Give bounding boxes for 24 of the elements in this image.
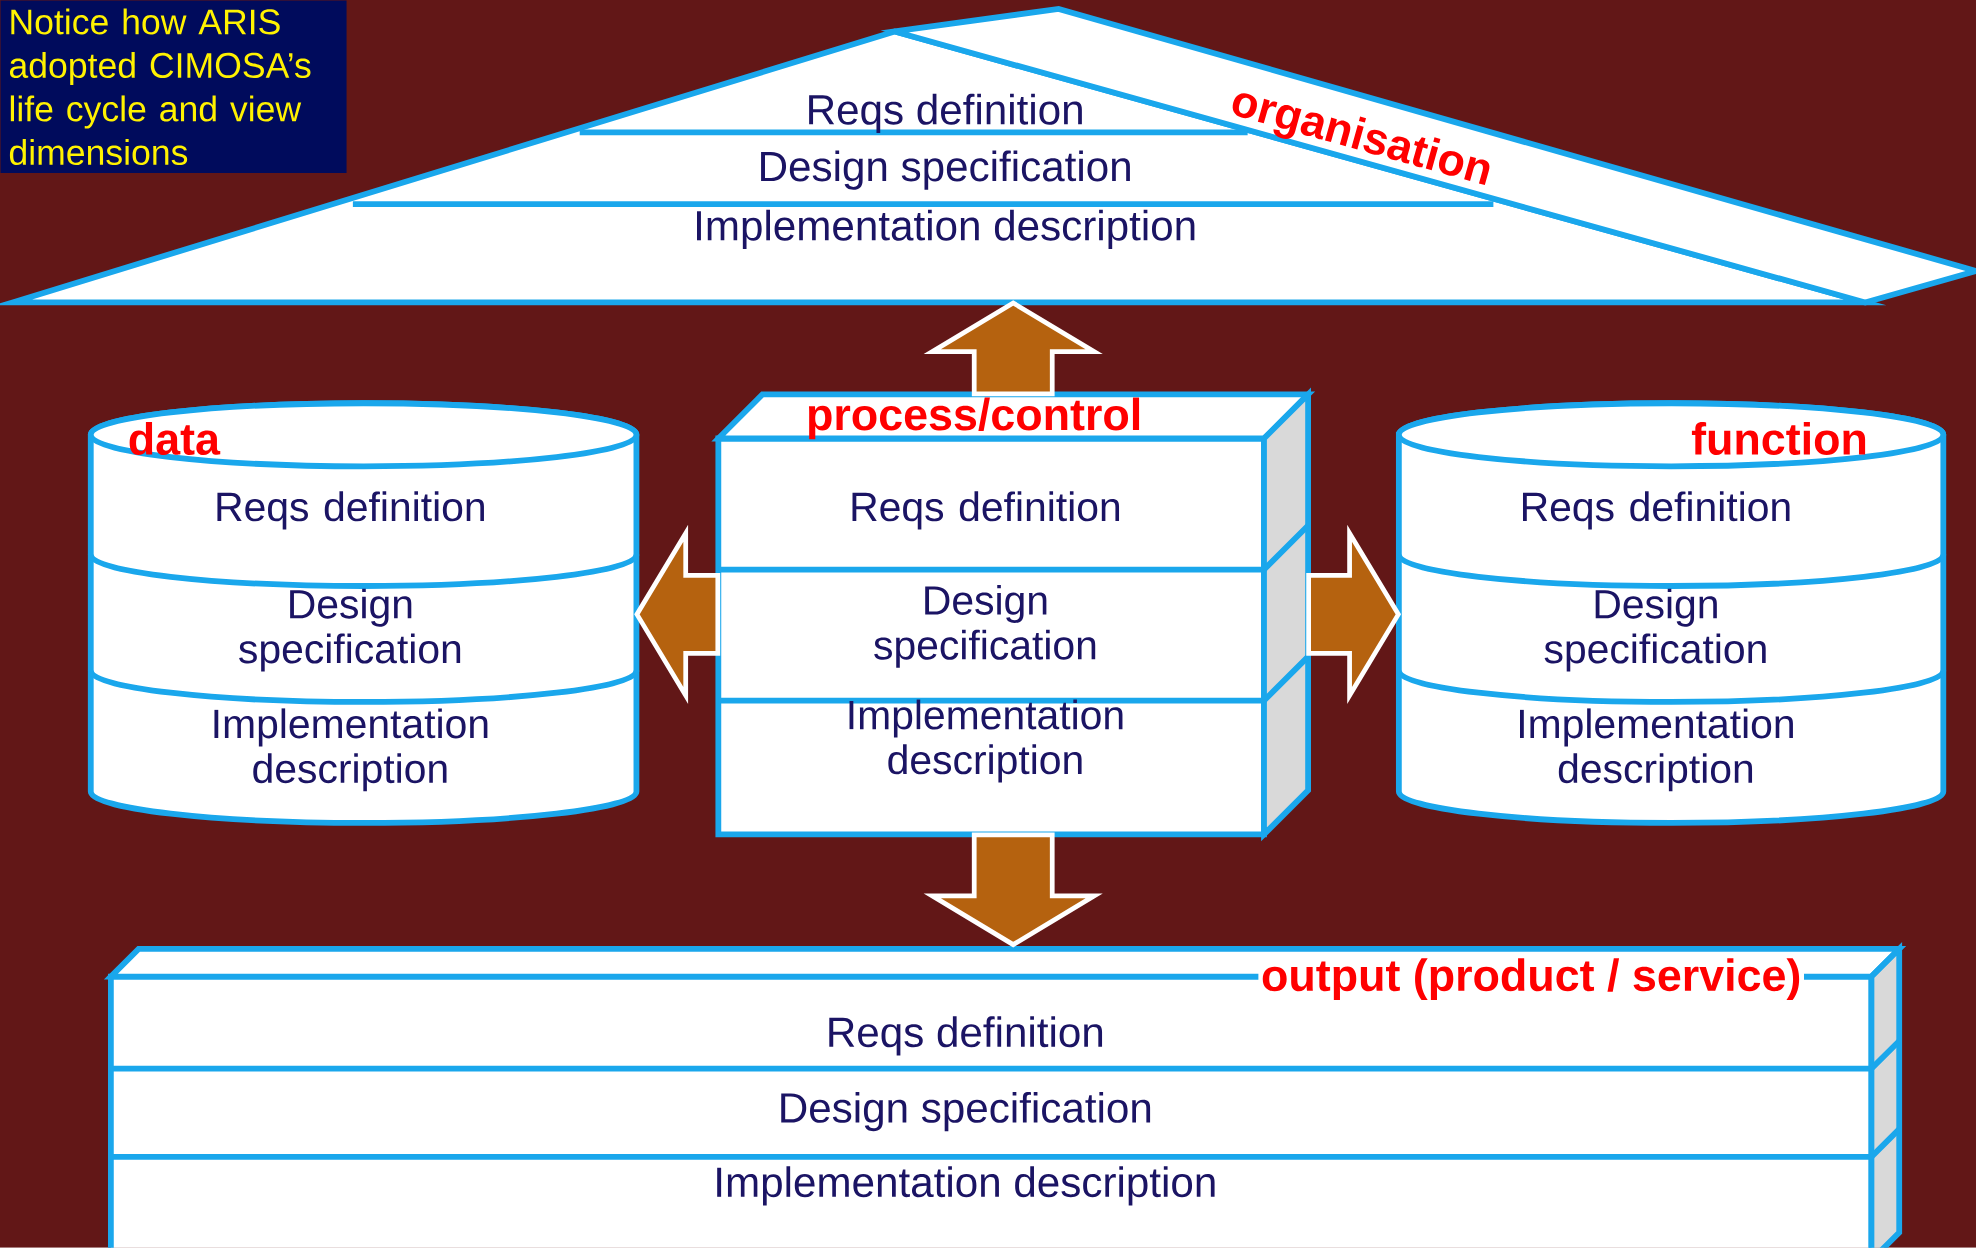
- level-label: Design specification: [781, 1092, 1151, 1132]
- level-label: Reqs definition: [852, 491, 1120, 530]
- block-arrow: [923, 300, 1103, 397]
- view-label: data: [129, 422, 221, 456]
- level-label: Design specification: [761, 150, 1130, 190]
- view-label: output (product / service): [1258, 955, 1804, 1003]
- block-arrow: [923, 832, 1103, 948]
- level-label: Implementation description: [214, 708, 488, 792]
- level-label: Reqs definition: [1523, 491, 1790, 530]
- view-label: function: [1691, 422, 1866, 456]
- level-label: Reqs definition: [217, 491, 484, 530]
- level-label: Reqs definition: [809, 93, 1082, 134]
- level-label: Design specification: [239, 588, 461, 672]
- level-label: Design specification: [874, 585, 1096, 668]
- block-arrow: [634, 524, 721, 705]
- level-label: Implementation description: [717, 1166, 1215, 1206]
- view-label: process/control: [808, 397, 1140, 440]
- block-arrow: [1306, 524, 1402, 705]
- level-label: Design specification: [1544, 588, 1766, 672]
- note-box: Notice how ARIS adopted CIMOSA’s life cycle and view dimensions: [0, 0, 347, 174]
- level-label: Implementation description: [849, 699, 1123, 783]
- level-label: Implementation description: [697, 209, 1195, 250]
- level-label: Implementation description: [1520, 708, 1793, 792]
- level-label: Reqs definition: [829, 1016, 1103, 1056]
